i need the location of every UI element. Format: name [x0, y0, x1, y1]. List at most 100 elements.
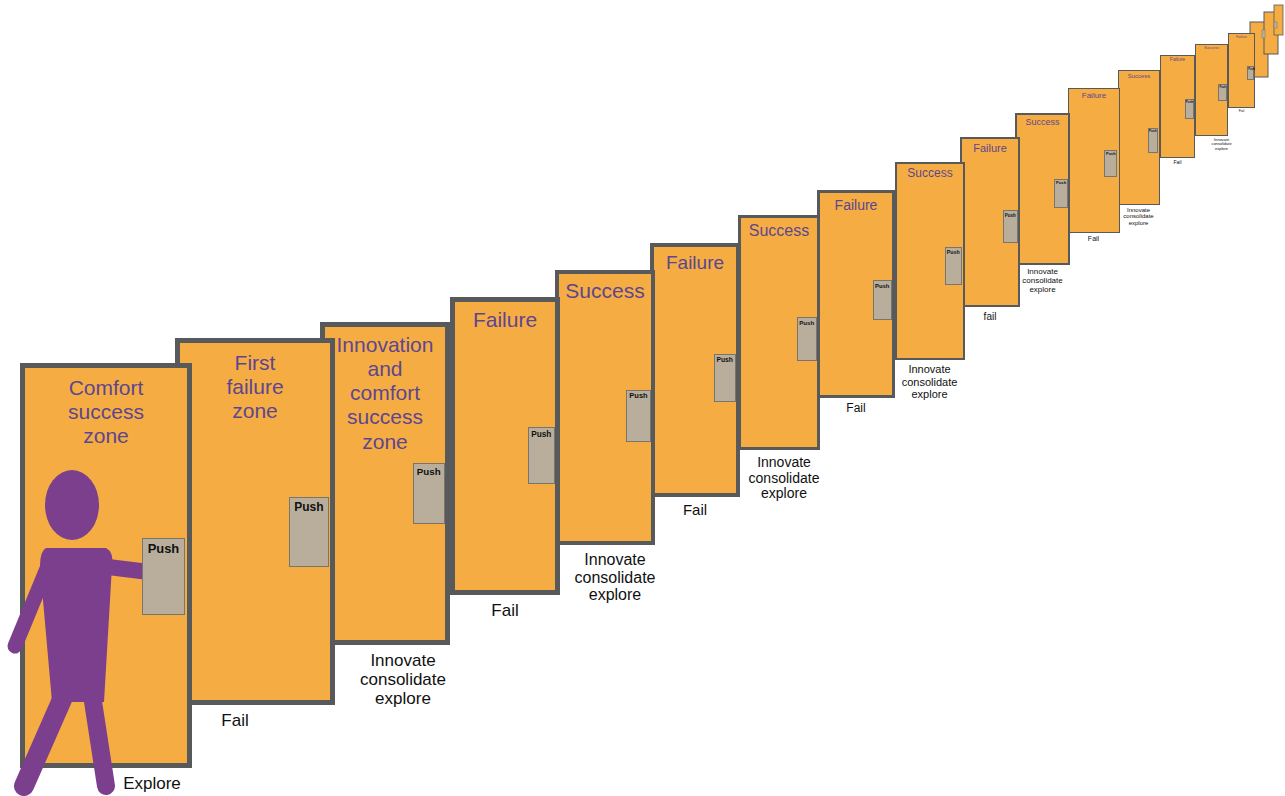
step-label-holder: Fail — [491, 601, 518, 620]
door: FailureFailPush — [650, 243, 740, 497]
step-label-holder: Explore — [123, 774, 181, 793]
zone-label: Success — [560, 274, 650, 303]
step-label-holder: Fail — [1173, 160, 1181, 166]
step-label-holder: Innovate consolidate explore — [1211, 138, 1231, 151]
door: FailureFailPush — [1228, 33, 1255, 108]
push-label: Push — [1219, 85, 1225, 89]
push-plate: Push — [1003, 210, 1018, 242]
push-label: Push — [1004, 211, 1017, 217]
step-label: Fail — [221, 711, 248, 730]
step-label-holder: Fail — [1088, 235, 1099, 243]
step-label: Fail — [1173, 160, 1181, 166]
zone-label: First failure zone — [215, 343, 295, 423]
step-label: Fail — [491, 601, 518, 620]
far-plate — [1262, 30, 1265, 38]
push-plate: Push — [1218, 84, 1226, 101]
push-plate: Push — [413, 463, 446, 524]
door: SuccessInnovate consolidate explorePush — [555, 270, 655, 545]
push-plate: Push — [945, 247, 963, 285]
zone-label: Success — [1018, 115, 1067, 127]
push-label: Push — [1149, 129, 1158, 134]
person-leg — [92, 695, 106, 786]
step-label: Explore — [123, 774, 181, 793]
door: Comfort success zoneExplorePush — [20, 363, 192, 768]
door: Innovation and comfort success zoneInnov… — [320, 322, 450, 645]
door: FailureFailPush — [1068, 88, 1120, 233]
push-label: Push — [627, 391, 650, 402]
step-label-holder: Innovate consolidate explore — [902, 363, 958, 400]
door: FailureFailPush — [817, 190, 895, 398]
push-label: Push — [946, 248, 962, 255]
zone-label: Failure — [655, 247, 735, 274]
door: FailureFailPush — [450, 297, 560, 595]
step-label: Innovate consolidate explore — [749, 455, 820, 502]
step-label: Innovate consolidate explore — [1022, 268, 1062, 295]
push-label: Push — [874, 281, 892, 289]
step-label: Fail — [1088, 235, 1099, 243]
push-plate: Push — [142, 538, 185, 615]
person-arm — [15, 566, 48, 646]
door: FailurefailPush — [960, 137, 1020, 307]
step-label-holder: Innovate consolidate explore — [1022, 268, 1062, 295]
far-plate — [1274, 22, 1277, 28]
push-label: Push — [290, 498, 328, 515]
step-label-holder: Fail — [221, 711, 248, 730]
zone-label: Failure — [456, 302, 554, 332]
door: SuccessInnovate consolidate explorePush — [895, 162, 965, 360]
push-label: Push — [715, 355, 736, 364]
step-label-holder: fail — [984, 311, 997, 322]
push-label: Push — [1186, 100, 1193, 104]
door: SuccessInnovate consolidate explorePush — [1118, 70, 1160, 205]
door: FailureFailPush — [1160, 55, 1195, 158]
zone-label: Failure — [1230, 34, 1253, 39]
push-plate: Push — [1104, 150, 1117, 178]
step-label: Innovate consolidate explore — [575, 551, 656, 605]
zone-label: Success — [899, 164, 962, 181]
step-label: Fail — [1239, 110, 1245, 114]
zone-label: Success — [742, 218, 816, 240]
zone-label: Innovation and comfort success zone — [333, 327, 437, 454]
push-label: Push — [414, 464, 445, 478]
step-label-holder: Fail — [1239, 110, 1245, 114]
push-label: Push — [1105, 151, 1116, 156]
zone-label: Failure — [963, 139, 1017, 155]
push-plate: Push — [714, 354, 737, 402]
step-label: Innovate consolidate explore — [360, 651, 446, 708]
push-label: Push — [143, 539, 184, 557]
door: First failure zoneFailPush — [175, 338, 335, 705]
step-label: Innovate consolidate explore — [1123, 207, 1153, 227]
push-plate: Push — [1054, 179, 1068, 208]
step-label-holder: Innovate consolidate explore — [360, 651, 446, 708]
push-label: Push — [798, 318, 817, 327]
zone-label: Failure — [1162, 56, 1193, 63]
far-door — [1274, 5, 1283, 35]
person-leg — [24, 695, 64, 786]
push-label: Push — [1248, 67, 1253, 71]
step-label-holder: Fail — [683, 502, 707, 519]
step-label: Innovate consolidate explore — [1211, 138, 1231, 151]
step-label-holder: Innovate consolidate explore — [749, 455, 820, 502]
step-label: Fail — [683, 502, 707, 519]
push-plate: Push — [289, 497, 329, 567]
push-plate: Push — [1148, 128, 1159, 154]
step-label-holder: Innovate consolidate explore — [575, 551, 656, 605]
zone-label: Success — [1121, 71, 1158, 80]
step-label: fail — [984, 311, 997, 322]
step-label: Innovate consolidate explore — [902, 363, 958, 400]
push-plate: Push — [626, 390, 651, 442]
push-plate: Push — [797, 317, 818, 362]
zone-label: Success — [1197, 45, 1226, 51]
push-plate: Push — [528, 427, 556, 484]
door: SuccessInnovate consolidate explorePush — [738, 215, 820, 450]
door: SuccessInnovate consolidate explorePush — [1015, 113, 1070, 265]
step-label-holder: Innovate consolidate explore — [1123, 207, 1153, 227]
zone-label: Comfort success zone — [56, 368, 156, 448]
push-plate: Push — [873, 280, 893, 320]
door: SuccessInnovate consolidate explorePush — [1195, 44, 1228, 136]
step-label-holder: Fail — [846, 402, 865, 415]
push-plate: Push — [1185, 99, 1194, 119]
person-head — [45, 470, 99, 540]
zone-label: Failure — [1071, 89, 1118, 100]
person-body — [40, 548, 112, 702]
